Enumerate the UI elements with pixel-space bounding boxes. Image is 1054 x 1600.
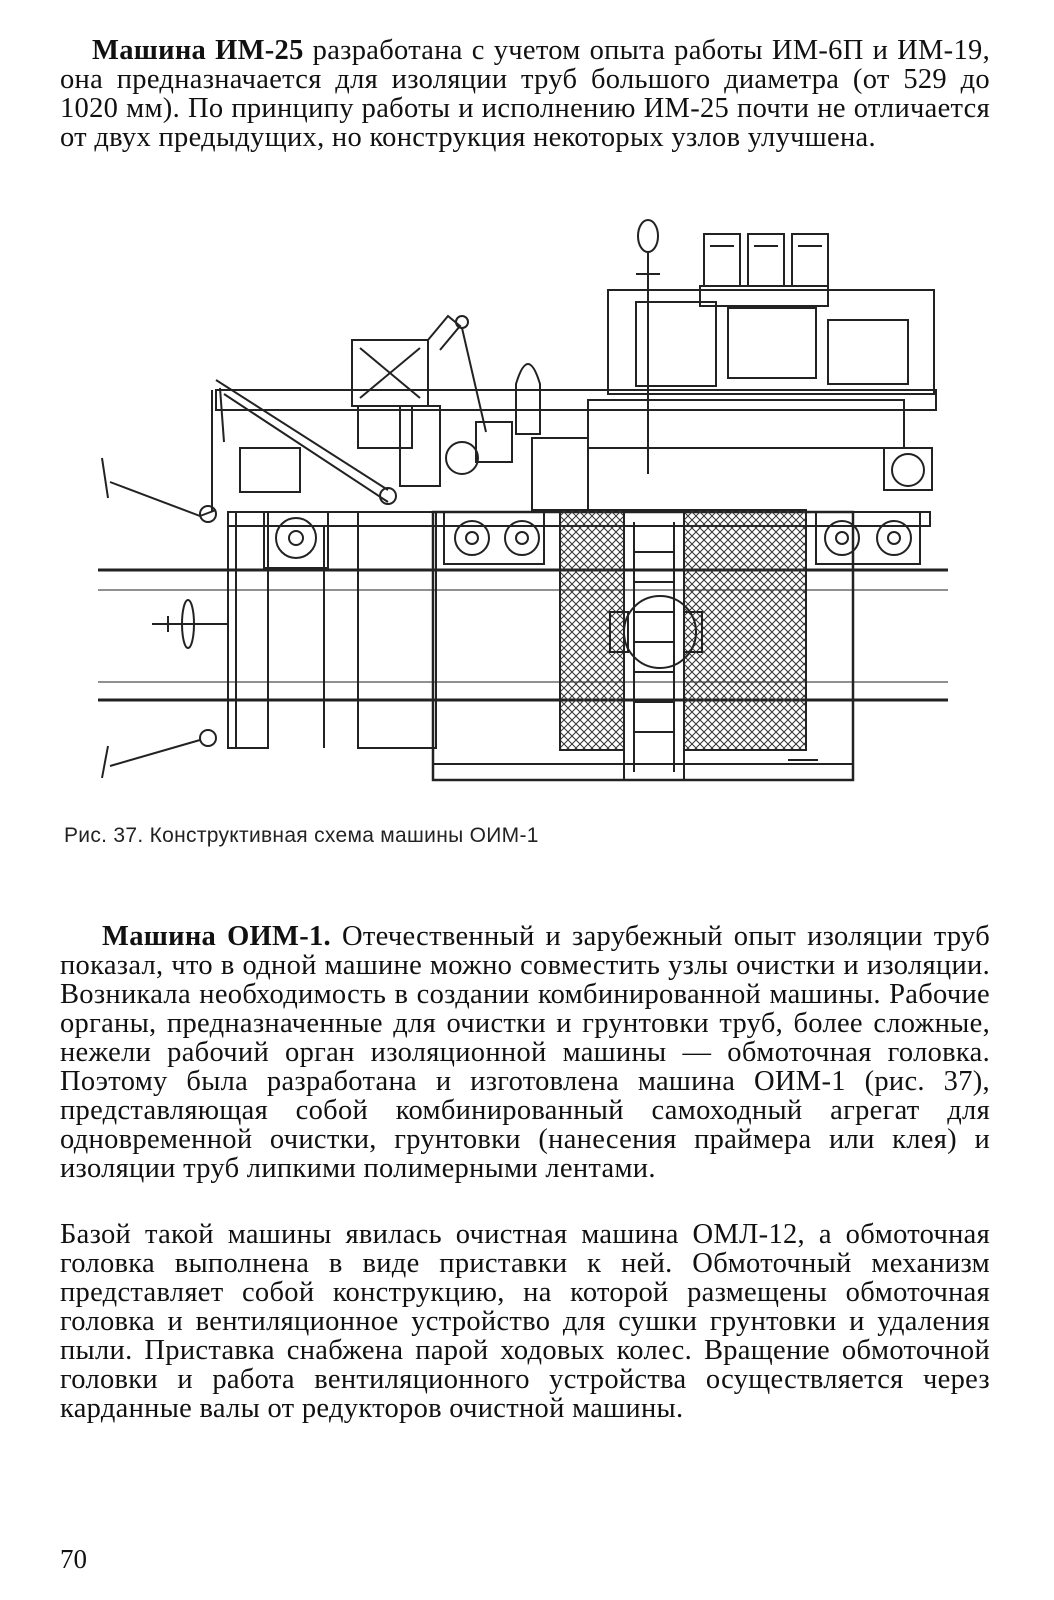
base-skid (433, 759, 853, 765)
paragraph-lead: Машина ИМ-25 (92, 35, 304, 66)
handwheel-upper (101, 457, 217, 523)
machine-diagram (88, 212, 958, 812)
pipe-centering-device (152, 599, 228, 649)
wrapping-head (559, 509, 807, 781)
pipe (98, 568, 948, 702)
paragraph-oim1: Машина ОИМ-1. Отечественный и зарубежный… (60, 922, 990, 1183)
gearbox (531, 437, 589, 511)
paragraph-body: разработана с учетом опыта работы ИМ-6П … (60, 35, 990, 153)
paragraph-oml12-base: Базой такой машины явилась очистная маши… (60, 1220, 990, 1423)
figure-caption: Рис. 37. Конструктивная схема машины ОИМ… (64, 824, 539, 847)
paragraph-body: Отечественный и зарубежный опыт изоляции… (60, 921, 991, 1184)
crane-arm (211, 379, 397, 512)
lifting-eye (636, 219, 660, 474)
machinery-block (587, 289, 935, 491)
page-number: 70 (60, 1544, 87, 1574)
primer-tank (351, 314, 462, 487)
seat (515, 363, 541, 435)
paragraph-im25: Машина ИМ-25 разработана с учетом опыта … (60, 36, 990, 152)
paragraph-lead: Машина ОИМ-1. (102, 921, 331, 952)
paragraph-body: Базой такой машины явилась очистная маши… (60, 1219, 990, 1424)
filter-cartridges (699, 233, 829, 307)
drive-wheels (263, 511, 921, 569)
control-lever (445, 315, 513, 475)
handwheel-lower (101, 729, 217, 779)
